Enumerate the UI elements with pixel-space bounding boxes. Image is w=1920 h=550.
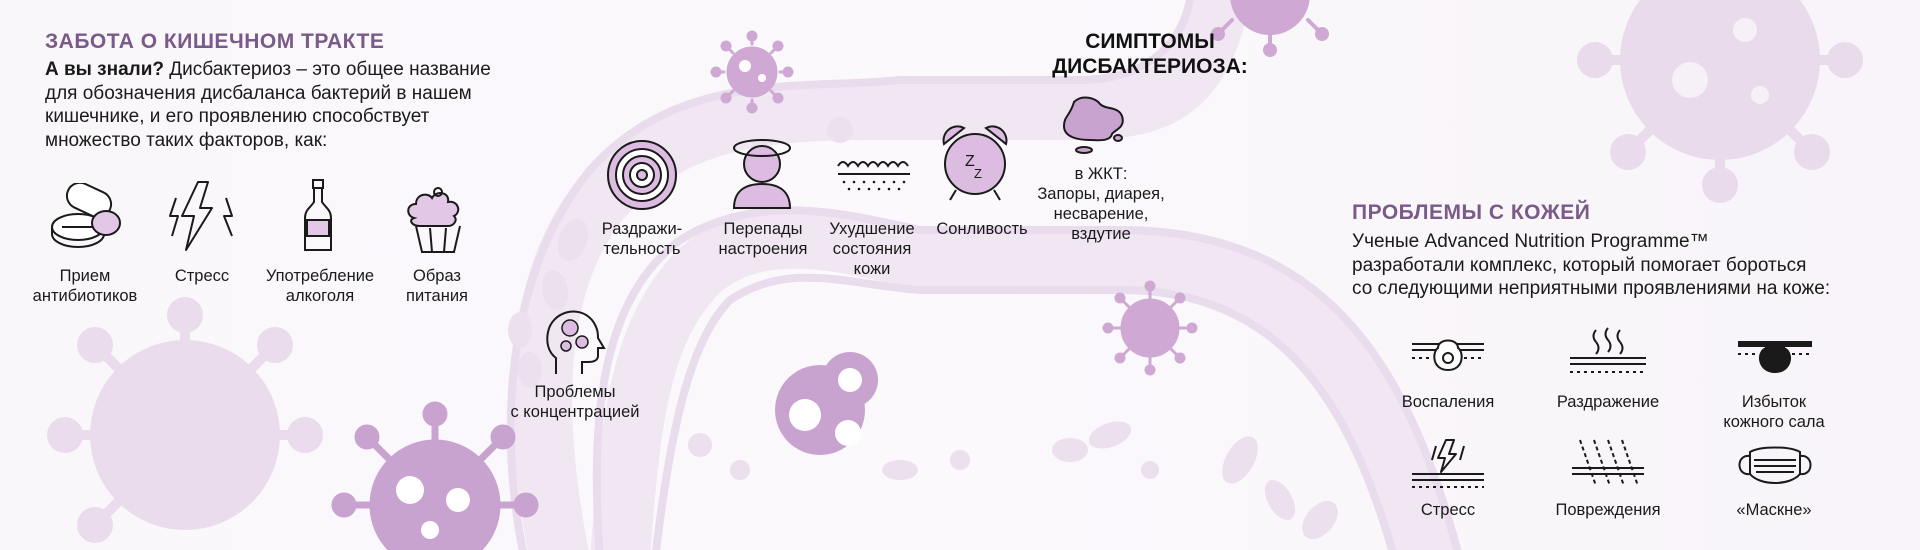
- skin-label-irritation: Раздражение: [1556, 393, 1660, 411]
- symptom-label-drowsiness: Сонливость: [936, 220, 1028, 238]
- pills-icon: [51, 183, 121, 248]
- inflammation-icon: [1412, 339, 1484, 372]
- factor-label-alcohol: Употребление алкоголя: [265, 267, 375, 305]
- section-title-gut-care: ЗАБОТА О КИШЕЧНОМ ТРАКТЕ: [45, 30, 385, 53]
- virus-bottom-left: [331, 401, 539, 550]
- dizzy-person-icon: [732, 139, 792, 209]
- virus-center: [1102, 280, 1198, 376]
- virus-large-left: [47, 297, 323, 543]
- section-title-skin-problems: ПРОБЛЕМЫ С КОЖЕЙ: [1352, 201, 1591, 224]
- alarm-clock-icon: Z Z: [942, 125, 1008, 201]
- sebum-icon: [1738, 341, 1812, 374]
- virus-large-right: [1577, 0, 1863, 203]
- skin-intro-line-2: разработали комплекс, который помогает б…: [1352, 254, 1807, 276]
- skin-stress-icon: [1412, 439, 1484, 488]
- intestine-outline: [506, 0, 1462, 550]
- intro-line-3: кишечнике, и его проявлению способствует: [45, 106, 430, 127]
- gut-intro-text: А вы знали? Дисбактериоз – это общее наз…: [45, 58, 525, 152]
- cupcake-icon: [407, 187, 461, 253]
- intestine-path: [512, 0, 1459, 550]
- symptom-label-gi-tract: в ЖКТ: Запоры, диарея, несварение, вздут…: [1037, 165, 1165, 243]
- bottle-icon: [304, 179, 332, 251]
- bacteria-cluster: [775, 352, 878, 455]
- target-icon: [607, 140, 677, 210]
- damage-icon: [1572, 439, 1644, 487]
- symptom-label-concentration: Проблемы с концентрацией: [510, 383, 640, 421]
- mask-icon: [1738, 446, 1812, 484]
- skin-label-maskne: «Маскне»: [1736, 501, 1812, 519]
- skin-label-stress: Стресс: [1420, 501, 1476, 519]
- intro-line-2: для обозначения дисбаланса бактерий в на…: [45, 82, 472, 104]
- intro-line-1: Дисбактериоз – это общее название: [164, 59, 491, 80]
- skin-label-inflammation: Воспаления: [1401, 393, 1495, 411]
- bacteria-blobs: [508, 117, 1338, 540]
- virus-small-top: [710, 30, 794, 114]
- skin-layer-icon: [837, 161, 910, 191]
- factor-label-diet: Образ питания: [406, 267, 468, 305]
- svg-text:Z: Z: [974, 166, 982, 181]
- skin-intro-text: Ученые Advanced Nutrition Programme™ раз…: [1352, 230, 1912, 301]
- irritation-icon: [1570, 327, 1646, 373]
- skin-intro-line-1: Ученые Advanced Nutrition Programme™: [1352, 231, 1709, 252]
- svg-text:Z: Z: [965, 153, 975, 170]
- head-gears-icon: [546, 310, 606, 374]
- skin-label-excess-sebum: Избыток кожного сала: [1723, 393, 1825, 431]
- symptom-label-mood-swings: Перепады настроения: [718, 220, 808, 258]
- did-you-know-label: А вы знали?: [45, 59, 165, 80]
- skin-intro-line-3: со следующими неприятными проявлениями н…: [1352, 278, 1831, 299]
- intro-line-4: множество таких факторов, как:: [45, 129, 328, 151]
- symptoms-title: СИМПТОМЫ ДИСБАКТЕРИОЗА:: [1052, 30, 1248, 78]
- factor-label-stress: Стресс: [174, 267, 230, 285]
- stain-icon: [1062, 96, 1124, 154]
- symptom-label-irritability: Раздражи- тельность: [601, 220, 683, 258]
- skin-label-damage: Повреждения: [1555, 501, 1661, 519]
- lightning-icon: [169, 181, 233, 251]
- symptom-label-skin: Ухудшение состояния кожи: [829, 220, 915, 278]
- factor-label-antibiotics: Прием антибиотиков: [32, 267, 138, 305]
- virus-top-partial: [1211, 0, 1329, 57]
